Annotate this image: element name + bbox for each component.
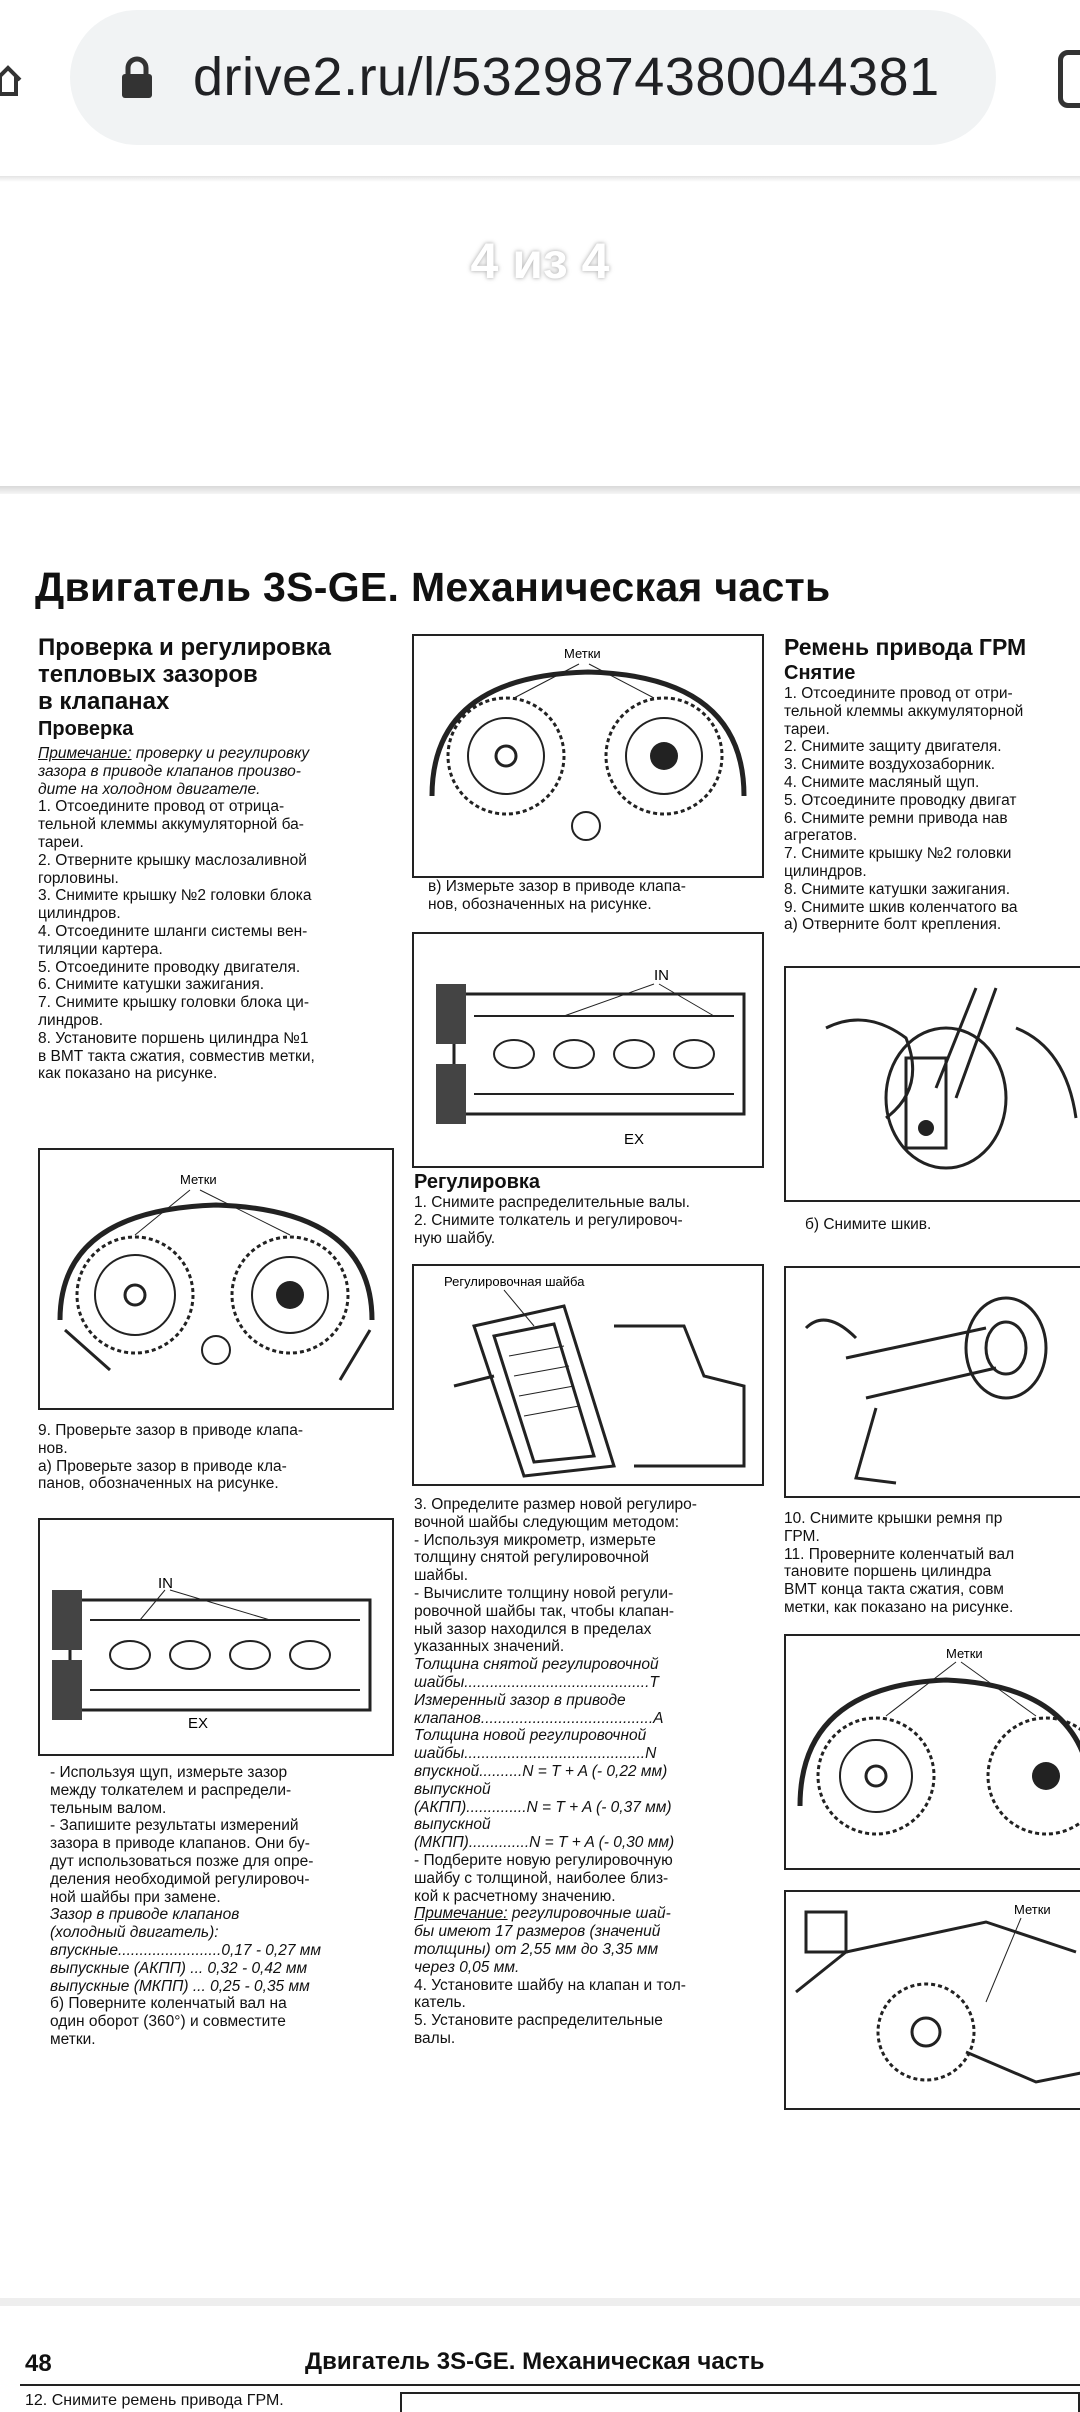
regulation-section: Регулировка 1. Снимите распределительные…: [414, 1171, 690, 1247]
page-edge: [0, 486, 1080, 494]
page-number: 48: [25, 2350, 52, 2377]
tabs-icon[interactable]: [1058, 50, 1080, 108]
column-3: Ремень привода ГРМ Снятие 1. Отсоедините…: [784, 634, 1080, 934]
steps-list: 1. Отсоедините провод от отрица-тельной …: [38, 798, 408, 1083]
step-9: 9. Проверьте зазор в приводе клапа- нов.…: [38, 1422, 303, 1493]
svg-text:EX: EX: [624, 1131, 644, 1148]
puller-photo: [804, 1296, 1048, 1485]
text-line: 3. Снимите воздухозаборник.: [784, 756, 996, 774]
document-page[interactable]: Двигатель 3S-GE. Механическая часть Пров…: [0, 494, 1080, 2298]
step-10-11: 10. Снимите крышки ремня пр ГРМ. 11. Про…: [784, 1510, 1015, 1616]
steps-list-3: 1. Отсоедините провод от отри-тельной кл…: [784, 685, 1080, 934]
text-line: 8. Установите поршень цилиндра №1: [38, 1029, 309, 1047]
text-line: тельной клеммы аккумуляторной: [784, 702, 1024, 720]
text-line: 6. Снимите катушки зажигания.: [38, 976, 265, 994]
svg-text:IN: IN: [158, 1575, 173, 1592]
text-line: 2. Снимите защиту двигателя.: [784, 738, 1002, 756]
text-line: 7. Снимите крышку №2 головки: [784, 845, 1012, 863]
browser-toolbar: drive2.ru/l/5329874380044381: [0, 0, 1080, 160]
text-line: 5. Отсоедините проводку двигателя.: [38, 958, 301, 976]
svg-text:EX: EX: [188, 1715, 208, 1732]
text-line: тареи.: [784, 720, 830, 738]
text-line: линдров.: [38, 1011, 104, 1029]
text-line: 3. Снимите крышку №2 головки блока: [38, 887, 312, 905]
fig-caption-b: б) Снимите шкив.: [805, 1216, 932, 1233]
page-gap: [0, 2298, 1080, 2306]
crank-diagram: Метки: [795, 1902, 1080, 2084]
text-line: 1. Отсоедините провод от отри-: [784, 685, 1013, 702]
figure-crank-marks: Метки: [784, 1890, 1080, 2110]
figure-shim: Регулировочная шайба: [412, 1264, 764, 1486]
bolt-photo: [825, 987, 1078, 1170]
column-1: Проверка и регулировка тепловых зазоров …: [38, 634, 408, 1083]
text-line: 6. Снимите ремни привода нав: [784, 809, 1008, 827]
figure-timing-marks: Метки: [38, 1148, 394, 1410]
text-line: тареи.: [38, 833, 84, 851]
figure-pulley-removal: [784, 1266, 1080, 1498]
text-line: 7. Снимите крышку головки блока ци-: [38, 994, 309, 1012]
text-line: цилиндров.: [784, 862, 867, 880]
pulleys-diagram-2: Метки: [429, 646, 747, 841]
text-line: а) Отверните болт крепления.: [784, 916, 1002, 934]
page-header-title: Двигатель 3S-GE. Механическая часть: [305, 2348, 765, 2375]
text-line: 4. Снимите масляный щуп.: [784, 773, 980, 791]
header-rule: [20, 2384, 1080, 2386]
svg-text:IN: IN: [654, 967, 669, 984]
text-line: 5. Отсоедините проводку двигат: [784, 791, 1017, 809]
text-line: цилиндров.: [38, 905, 121, 923]
figure-timing-marks-2: Метки: [412, 634, 764, 878]
figure-camshafts: IN EX: [38, 1518, 394, 1756]
text-line: тиляции картера.: [38, 940, 163, 958]
pulleys-diagram: Метки: [57, 1172, 375, 1381]
text-line: горловины.: [38, 869, 119, 887]
note: Примечание: проверку и регулировку зазор…: [38, 745, 310, 798]
text-line: как показано на рисунке.: [38, 1065, 218, 1083]
section-heading: Проверка и регулировка тепловых зазоров …: [38, 634, 331, 715]
text-line: 4. Отсоедините шланги системы вен-: [38, 922, 308, 940]
next-document-page[interactable]: 48 Двигатель 3S-GE. Механическая часть 1…: [0, 2306, 1080, 2412]
svg-text:Метки: Метки: [1014, 1902, 1051, 1917]
shim-diagram: Регулировочная шайба: [444, 1274, 746, 1478]
svg-text:Регулировочная шайба: Регулировочная шайба: [444, 1274, 585, 1289]
svg-text:Метки: Метки: [946, 1646, 983, 1661]
figure-marks-3: Метки: [784, 1634, 1080, 1870]
figure-bolt: [784, 966, 1080, 1202]
text-line: агрегатов.: [784, 827, 858, 845]
page-counter: 4 из 4: [470, 233, 610, 289]
home-icon[interactable]: [0, 60, 24, 100]
calc-section: 3. Определите размер новой регулиро- воч…: [414, 1496, 697, 2047]
fig-caption: в) Измерьте зазор в приводе клапа- нов, …: [428, 878, 686, 913]
subheading: Проверка: [38, 718, 134, 740]
lock-icon: [122, 56, 152, 98]
doc-title: Двигатель 3S-GE. Механическая часть: [35, 564, 831, 610]
pulleys-diagram-3: Метки: [797, 1646, 1080, 1836]
camshaft-diagram-2: IN EX: [436, 967, 746, 1148]
camshaft-diagram: IN EX: [52, 1575, 372, 1732]
svg-text:Метки: Метки: [564, 646, 601, 661]
next-page-text: 12. Снимите ремень привода ГРМ.: [25, 2392, 284, 2409]
text-line: 2. Отверните крышку маслозаливной: [38, 851, 307, 869]
text-line: 1. Отсоедините провод от отрица-: [38, 798, 285, 816]
text-line: 8. Снимите катушки зажигания.: [784, 880, 1011, 898]
text-line: тельной клеммы аккумуляторной ба-: [38, 816, 304, 834]
text-line: 9. Снимите шкив коленчатого ва: [784, 898, 1018, 916]
address-bar[interactable]: [70, 10, 996, 145]
toolbar-divider: [0, 176, 1080, 182]
url-text[interactable]: drive2.ru/l/5329874380044381: [193, 47, 940, 107]
text-line: в ВМТ такта сжатия, совместив метки,: [38, 1047, 315, 1065]
measure-text: - Используя щуп, измерьте зазор между то…: [50, 1764, 322, 2048]
figure-camshafts-2: IN EX: [412, 932, 764, 1168]
next-page-figure: [400, 2392, 1080, 2412]
fig-label: Метки: [180, 1172, 217, 1187]
